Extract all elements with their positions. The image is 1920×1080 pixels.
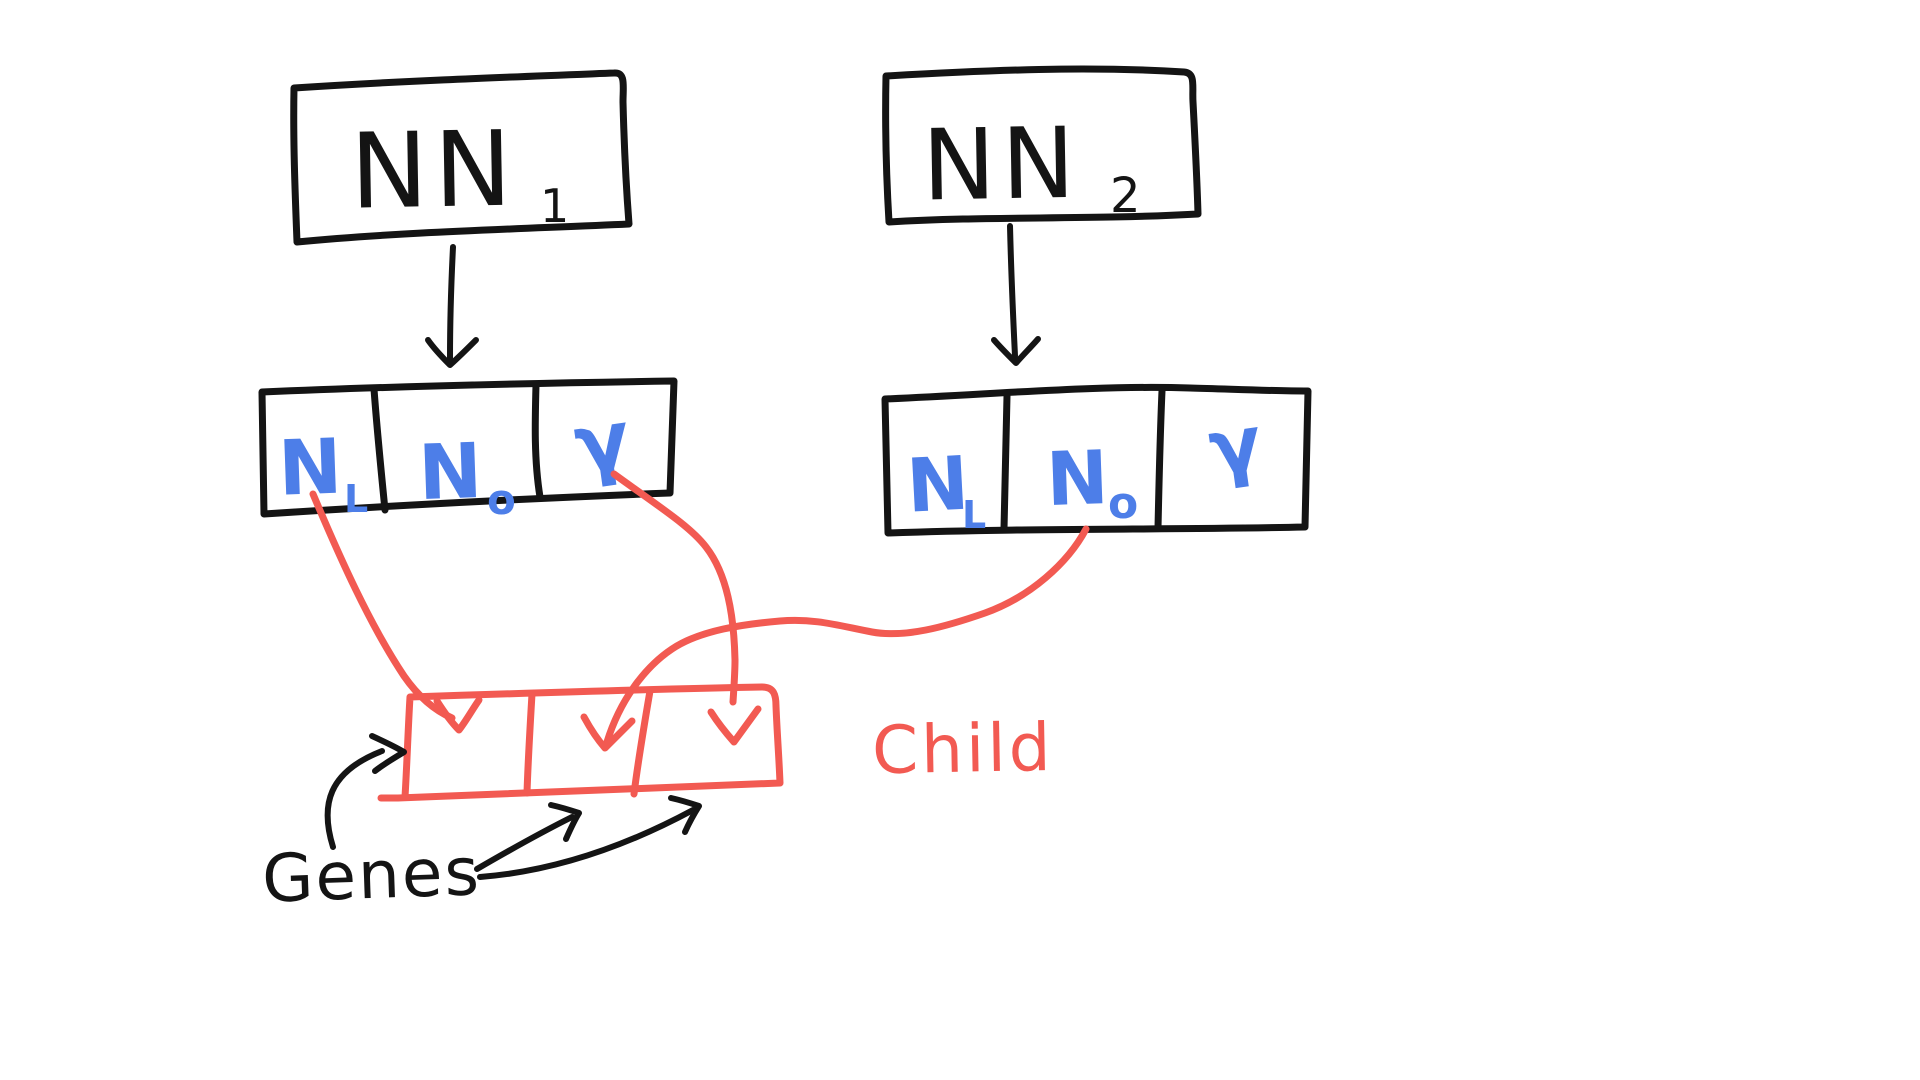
crossover-arrows-group bbox=[309, 470, 1090, 752]
genes-label: Genes bbox=[261, 833, 482, 918]
parent1-gene2-subscript: o bbox=[487, 475, 516, 524]
genes-arrowhead-3 bbox=[668, 795, 702, 835]
nn1-label: NN bbox=[349, 108, 519, 233]
child-array-divider-1 bbox=[523, 690, 536, 797]
genes-group: Genes bbox=[261, 733, 702, 918]
genes-arrowhead-1 bbox=[369, 733, 407, 774]
genes-arrow-1 bbox=[324, 748, 385, 850]
child-label: Child bbox=[871, 709, 1054, 789]
parent1-gene3-label: γ bbox=[569, 392, 636, 492]
parent2-gene-array bbox=[881, 383, 1312, 537]
crossover-arrowhead-parent1-gene3 bbox=[707, 705, 762, 746]
nn2-to-array-arrow bbox=[1007, 223, 1018, 359]
parent2-array-divider-2 bbox=[1154, 387, 1166, 532]
parent2-gene1-subscript: L bbox=[962, 493, 986, 537]
parent1-gene1-label: N bbox=[277, 422, 344, 513]
nn2-box bbox=[882, 65, 1202, 226]
child-gene-array bbox=[377, 683, 784, 802]
genes-arrowhead-2 bbox=[548, 802, 582, 842]
parent2-gene1-label: N bbox=[905, 441, 971, 530]
parent1-gene2-label: N bbox=[417, 426, 484, 517]
genes-arrow-2 bbox=[474, 814, 575, 872]
nn2-to-array-arrowhead bbox=[991, 336, 1041, 366]
parent2-array-divider-1 bbox=[1000, 392, 1011, 533]
parent1-group: NN 1 N L N o γ bbox=[258, 69, 678, 524]
crossover-arrowhead-parent1-gene1 bbox=[433, 696, 483, 734]
parent1-gene1-subscript: L bbox=[344, 477, 368, 521]
nn1-subscript: 1 bbox=[540, 179, 569, 233]
child-group: Child bbox=[377, 683, 1054, 802]
nn2-label: NN bbox=[921, 107, 1082, 224]
parent2-group: NN 2 N L N o γ bbox=[881, 65, 1312, 537]
crossover-arrowhead-parent2-gene2 bbox=[580, 713, 636, 752]
genes-arrow-3 bbox=[477, 807, 696, 880]
parent1-array-divider-1 bbox=[370, 385, 389, 514]
parent2-gene2-label: N bbox=[1045, 435, 1110, 523]
crossover-arrow-parent1-gene1 bbox=[309, 490, 456, 722]
nn1-box bbox=[290, 69, 633, 246]
nn1-to-array-arrowhead bbox=[425, 337, 479, 368]
parent1-array-divider-2 bbox=[531, 381, 544, 501]
crossover-arrow-parent2-gene2 bbox=[603, 525, 1090, 746]
nn2-subscript: 2 bbox=[1110, 168, 1141, 224]
nn1-to-array-arrow bbox=[447, 244, 456, 361]
parent2-gene3-label: γ bbox=[1203, 398, 1267, 493]
child-array-divider-2 bbox=[630, 687, 654, 798]
crossover-arrow-parent1-gene3 bbox=[610, 470, 739, 706]
parent2-gene2-subscript: o bbox=[1108, 478, 1138, 529]
